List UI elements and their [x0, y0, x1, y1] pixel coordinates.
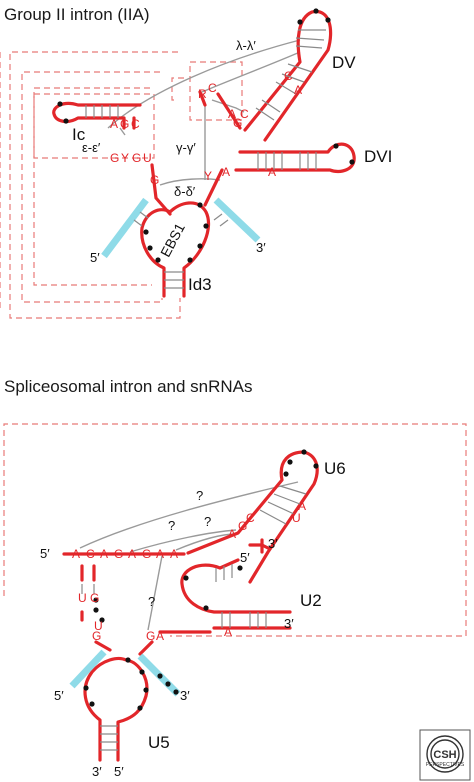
exon-3prime: 3′	[180, 688, 190, 703]
u5-3prime: 3′	[92, 764, 102, 779]
svg-text:G: G	[120, 117, 129, 131]
svg-text:C: C	[284, 69, 293, 83]
intron-nucleotide: A	[170, 547, 178, 561]
svg-text:U: U	[143, 151, 152, 165]
dv-domain: DV	[243, 8, 356, 142]
svg-text:A: A	[228, 107, 236, 121]
dvi-label: DVI	[364, 147, 392, 166]
svg-text:U: U	[94, 619, 103, 633]
u6-u2-ends: 3′ 5′ 3′	[240, 536, 294, 631]
svg-text:U: U	[292, 511, 301, 525]
svg-text:G: G	[110, 151, 119, 165]
intron-nucleotide: C	[86, 547, 95, 561]
spliceosome-exons: 5′ 3′	[54, 649, 190, 703]
svg-text:Y: Y	[121, 151, 129, 165]
question-2: ?	[168, 518, 175, 533]
intron-nucleotide: A	[72, 547, 80, 561]
intron-nucleotide: A	[128, 547, 136, 561]
group2-interaction-labels: λ-λ′ ε-ε′ γ-γ′ δ-δ′	[82, 38, 256, 199]
g2-5prime: 5′	[90, 250, 100, 265]
question-3: ?	[204, 514, 211, 529]
u6-label: U6	[324, 459, 346, 478]
svg-text:G: G	[90, 591, 99, 605]
spliceosome-question-marks: ? ? ? ?	[148, 488, 211, 609]
id3-domain: Id3 EBS1	[140, 201, 212, 298]
spliceosome-dashed-box	[3, 423, 467, 637]
u2-snrna: U2	[180, 543, 322, 630]
svg-text:A: A	[224, 625, 232, 639]
svg-text:C: C	[240, 107, 249, 121]
dv-label: DV	[332, 53, 356, 72]
svg-text:A: A	[268, 165, 276, 179]
exon-5prime: 5′	[54, 688, 64, 703]
intron-nucleotide: G	[114, 547, 123, 561]
ic-domain: Ic	[52, 101, 142, 144]
logo-text: CSH	[433, 749, 456, 761]
group2-nucleotides: A G C G Y G U G R C A G C C A Y A A	[110, 69, 302, 187]
svg-text:C: C	[131, 117, 140, 131]
lambda-label: λ-λ′	[236, 38, 256, 53]
u6-snrna: U6	[186, 449, 346, 584]
u6-5prime: 5′	[240, 550, 250, 565]
svg-text:G: G	[132, 151, 141, 165]
group2-exons: 5′ 3′	[90, 197, 266, 265]
svg-text:G: G	[233, 116, 242, 130]
svg-text:A: A	[156, 629, 164, 643]
u5-label: U5	[148, 733, 170, 752]
ic-label: Ic	[72, 125, 86, 144]
intron-nucleotide: A	[100, 547, 108, 561]
spliceosome-intron: 5′	[40, 546, 212, 656]
u2-3prime: 3′	[268, 536, 278, 551]
svg-text:G: G	[150, 173, 159, 187]
dvi-domain: DVI	[234, 142, 392, 174]
svg-text:A: A	[294, 83, 302, 97]
delta-label: δ-δ′	[174, 184, 196, 199]
question-4: ?	[148, 594, 155, 609]
svg-text:R: R	[198, 87, 207, 101]
spliceosome-nucleotides: A G C U A U G U G G A A	[78, 499, 306, 643]
ebs1-label: EBS1	[157, 220, 188, 259]
logo-subtitle: PERSPECTIVES	[426, 762, 465, 768]
question-1: ?	[196, 488, 203, 503]
intron-nucleotide: A	[156, 547, 164, 561]
g2-3prime: 3′	[256, 240, 266, 255]
id3-label: Id3	[188, 275, 212, 294]
panel-title-spliceosome: Spliceosomal intron and snRNAs	[4, 377, 253, 396]
svg-text:A: A	[222, 165, 230, 179]
svg-text:A: A	[110, 117, 118, 131]
u5-5prime: 5′	[114, 764, 124, 779]
epsilon-label: ε-ε′	[82, 140, 101, 155]
svg-text:G: G	[238, 519, 247, 533]
u2-3prime-end: 3′	[284, 616, 294, 631]
svg-text:A: A	[298, 499, 306, 513]
svg-text:A: A	[228, 527, 236, 541]
u5-snrna: U5 3′ 5′	[83, 656, 170, 779]
spliceosome-interaction-lines	[79, 481, 299, 631]
svg-text:C: C	[208, 81, 217, 95]
csh-logo: CSH PERSPECTIVES	[419, 729, 471, 781]
svg-text:G: G	[92, 629, 101, 643]
svg-text:G: G	[146, 629, 155, 643]
svg-text:C: C	[246, 511, 255, 525]
u2-label: U2	[300, 591, 322, 610]
gamma-label: γ-γ′	[176, 140, 196, 155]
svg-text:Y: Y	[204, 169, 212, 183]
panel-title-group2: Group II intron (IIA)	[4, 5, 150, 24]
group2-dashed-boxes	[0, 51, 243, 319]
svg-text:U: U	[78, 591, 87, 605]
group2-junction	[150, 90, 242, 216]
intron-5prime: 5′	[40, 546, 50, 561]
intron-nucleotide: G	[142, 547, 151, 561]
